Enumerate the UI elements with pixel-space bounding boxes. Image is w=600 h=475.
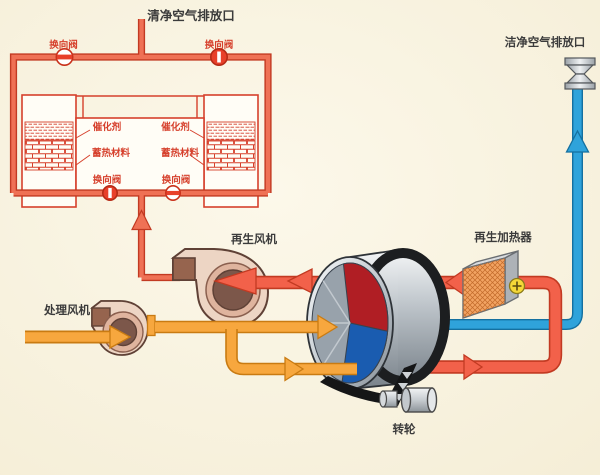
heat-storage-bed-right [206,140,256,171]
fan-outlet-flange [146,314,156,337]
red-arrow-mid-icon [286,267,313,295]
rotor-sector-desorption [342,262,389,332]
regen-heater [462,249,526,319]
orange-arrow-cooling-icon [284,356,305,382]
label-regen-fan: 再生风机 [231,232,277,246]
red-arrow-bottom-icon [463,353,484,381]
label-valve-top-left: 换向阀 [49,39,78,51]
diagram-labels: 清净空气排放口 洁净空气排放口 换向阀 换向阀 换向阀 换向阀 催化剂 催化剂 … [43,8,585,436]
rto-unit [9,19,272,282]
process-air-pipe [25,314,357,382]
reversing-valve-top-right [210,47,229,66]
rto-plenum [76,95,204,118]
label-leader-lines [75,129,205,166]
rotor-wheel [306,248,450,413]
label-valve-bottom-right: 换向阀 [162,174,191,186]
belt-arrow-icon [398,383,408,390]
label-catalyst-right: 催化剂 [161,121,190,133]
label-process-fan: 处理风机 [43,303,90,317]
catalyst-bed-left [24,121,74,141]
reversing-valve-bottom-left [102,185,119,202]
heater-plus-icon [512,281,522,291]
rto-inlet-arrow-icon [131,209,152,231]
label-catalyst-left: 催化剂 [93,121,122,133]
clean-air-vent [564,57,596,90]
label-valve-bottom-left: 换向阀 [93,174,122,186]
label-rto-outlet: 清净空气排放口 [147,8,235,23]
catalyst-bed-right [206,121,256,141]
rto-pipe-loop [9,19,272,282]
label-heat-storage-left: 蓄热材料 [92,147,131,159]
label-clean-outlet: 洁净空气排放口 [505,35,586,49]
rotor-belt-lower [320,376,392,404]
belt-arrow-icon [402,372,412,379]
orange-arrow-rotor-icon [317,314,339,340]
regen-hot-air-pipe [212,267,563,381]
red-arrow-to-fan-icon [212,267,257,295]
reversing-valve-top-left [55,47,74,66]
label-heat-storage-right: 蓄热材料 [161,147,200,159]
reversing-valve-bottom-right [165,185,182,202]
rotor-pulley [378,390,398,408]
heat-storage-bed-left [24,140,74,171]
heater-coil-pattern [463,258,505,318]
orange-arrow-inlet-icon [109,324,132,350]
label-valve-top-right: 换向阀 [205,39,234,51]
rotor-motor [400,387,438,413]
heater-side-face [504,249,519,306]
label-regen-heater: 再生加热器 [474,230,532,244]
clean-air-arrow-icon [565,129,590,153]
regen-fan-duct [172,257,196,281]
clean-air-pipe [428,89,590,330]
label-rotor: 转轮 [393,422,416,436]
